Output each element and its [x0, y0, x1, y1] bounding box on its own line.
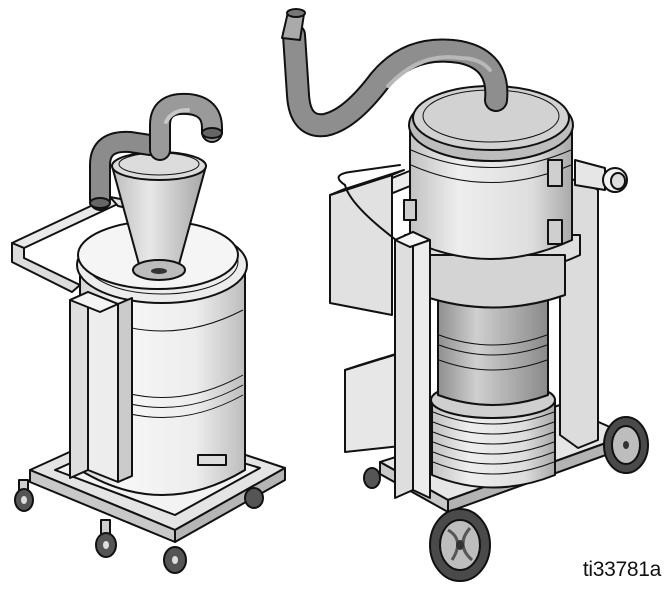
- vacuum-canister: [403, 85, 628, 489]
- cyclone-inlet-tubes: [89, 92, 223, 211]
- vacuum-storage-box: [329, 164, 405, 316]
- figure-id-label: ti33781a: [582, 558, 661, 581]
- vacuum-cart-wheels: [363, 416, 649, 582]
- cyclone-separator-drum-icon: [11, 92, 286, 574]
- cyclone-cone: [111, 151, 207, 281]
- vacuum-cart-uprights: [344, 184, 431, 499]
- vacuum-unit-cart-icon: [281, 8, 649, 582]
- drum-cart-casters: [14, 479, 264, 574]
- drum-cart-uprights: [69, 291, 133, 483]
- vacuum-hose: [281, 8, 509, 138]
